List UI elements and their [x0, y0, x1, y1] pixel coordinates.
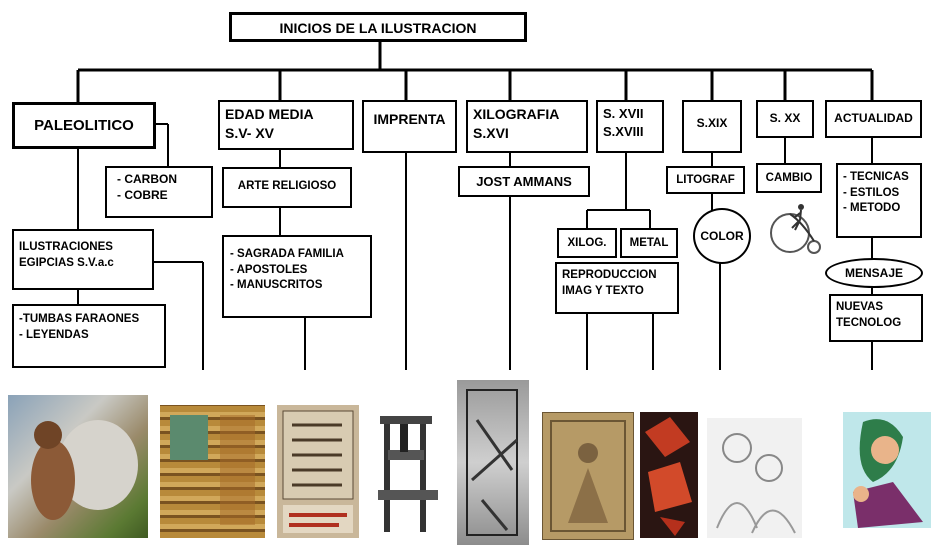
red-lithograph-image — [640, 412, 698, 538]
tumbas-item: -TUMBAS FARAONES — [19, 313, 140, 325]
cobre-item: - COBRE — [117, 188, 168, 203]
medieval-book-image — [277, 405, 359, 538]
jost-ammans-box: JOST AMMANS — [458, 166, 590, 197]
metal-box: METAL — [620, 228, 678, 258]
cave-painting-image — [8, 395, 148, 538]
period-imprenta: IMPRENTA — [362, 100, 457, 153]
period-s17-s18: S. XVII S.XVIII — [596, 100, 664, 153]
period-actualidad: ACTUALIDAD — [825, 100, 922, 138]
tumbas-box: -TUMBAS FARAONES - LEYENDAS — [12, 304, 166, 368]
carbon-item: - CARBON — [117, 172, 177, 186]
arte-religioso-box: ARTE RELIGIOSO — [222, 167, 352, 208]
nuevas-line: NUEVAS — [836, 301, 884, 313]
leyendas-item: - LEYENDAS — [19, 328, 89, 341]
root-title: INICIOS DE LA ILUSTRACION — [229, 12, 527, 42]
period-s19: S.XIX — [682, 100, 742, 153]
period-xilografia: XILOGRAFIA S.XVI — [466, 100, 588, 153]
period-edad-media: EDAD MEDIA S.V- XV — [218, 100, 354, 150]
tecnicas-item: - TECNICAS — [843, 171, 909, 183]
mensaje-oval: MENSAJE — [825, 258, 923, 288]
woodcut-image — [542, 412, 634, 540]
estilos-item: - ESTILOS — [843, 186, 900, 199]
edad-media-dates: S.V- XV — [225, 124, 275, 141]
tecnolog-line: TECNOLOG — [836, 316, 902, 329]
reproduccion-box: REPRODUCCION IMAG Y TEXTO — [555, 262, 679, 314]
egipcias-line-2: EGIPCIAS S.V.a.c — [19, 256, 114, 269]
reproduccion-line-1: REPRODUCCION — [562, 269, 657, 281]
penny-farthing-icon — [770, 204, 821, 254]
religioso-items-box: - SAGRADA FAMILIA - APOSTOLES - MANUSCRI… — [222, 235, 372, 318]
period-paleolitico: PALEOLITICO — [12, 102, 156, 149]
nuevas-tecnolog-box: NUEVAS TECNOLOG — [829, 294, 923, 342]
printer-workshop-image — [457, 380, 529, 545]
period-s20: S. XX — [756, 100, 814, 138]
carbon-cobre-box: - CARBON - COBRE — [105, 166, 213, 218]
sagrada-familia-item: - SAGRADA FAMILIA — [230, 248, 344, 260]
actual-items-box: - TECNICAS - ESTILOS - METODO — [836, 163, 922, 238]
color-oval: COLOR — [693, 208, 751, 264]
egyptian-manuscript-image — [160, 405, 265, 538]
digital-illustration-image — [843, 412, 931, 528]
cambio-box: CAMBIO — [756, 163, 822, 193]
xilografia-dates: S.XVI — [473, 124, 509, 141]
edad-media-label: EDAD MEDIA — [225, 106, 314, 122]
metodo-item: - METODO — [843, 202, 901, 215]
s18-label: S.XVIII — [603, 123, 644, 139]
xilografia-label: XILOGRAFIA — [473, 106, 560, 122]
sketch-figures-image — [707, 418, 802, 538]
xilog-box: XILOG. — [557, 228, 617, 258]
egipcias-box: ILUSTRACIONES EGIPCIAS S.V.a.c — [12, 229, 154, 290]
litograf-box: LITOGRAF — [666, 166, 745, 194]
egipcias-line-1: ILUSTRACIONES — [19, 241, 113, 253]
manuscritos-item: - MANUSCRITOS — [230, 279, 323, 292]
apostoles-item: - APOSTOLES — [230, 263, 308, 276]
reproduccion-line-2: IMAG Y TEXTO — [562, 284, 644, 297]
s17-label: S. XVII — [603, 106, 644, 121]
printing-press-image — [370, 410, 442, 538]
